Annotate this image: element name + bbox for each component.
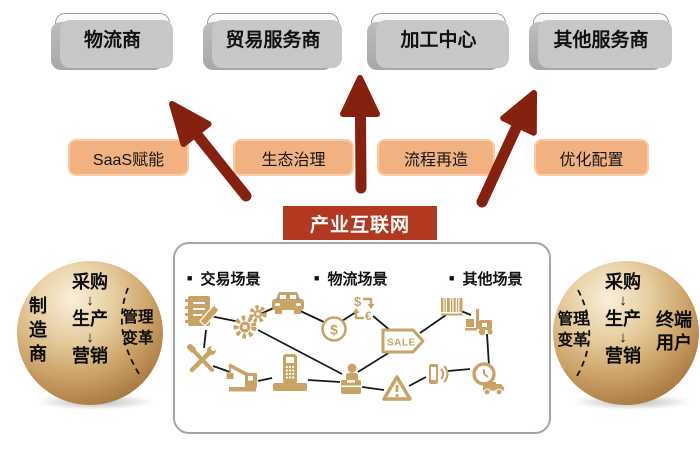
down-arrow-icon: ↓	[86, 292, 94, 309]
top-box-trade-service: 贸易服务商	[207, 13, 339, 63]
management-reform-label: 管理变革	[122, 309, 154, 347]
step-procurement: 采购	[605, 272, 641, 292]
top-box-label: 其他服务商	[553, 29, 649, 51]
legend-logistics-scenes: ■ 物流场景	[314, 268, 387, 289]
top-box-logistics: 物流商	[55, 13, 170, 63]
end-user-steps: 采购 ↓ 生产 ↓ 营销	[605, 270, 641, 368]
manufacturer-sphere: 制造商 采购 ↓ 生产 ↓ 营销 管理变革	[17, 261, 163, 405]
down-arrow-icon: ↓	[86, 329, 94, 346]
scenes-panel: ■ 交易场景 ■ 物流场景 ■ 其他场景	[173, 242, 551, 434]
down-arrow-icon: ↓	[619, 329, 627, 346]
legend-label: 交易场景	[200, 271, 261, 288]
step-production: 生产	[605, 309, 641, 329]
enabler-label: SaaS赋能	[92, 151, 165, 169]
top-box-label: 物流商	[83, 29, 141, 51]
down-arrow-icon: ↓	[619, 292, 627, 309]
legend-label: 其他场景	[462, 271, 523, 288]
top-box-processing-center: 加工中心	[371, 13, 506, 63]
square-bullet-icon: ■	[187, 273, 193, 283]
hub-industrial-internet: 产业互联网	[283, 206, 437, 240]
legend-other-scenes: ■ 其他场景	[449, 268, 522, 289]
manufacturer-steps: 采购 ↓ 生产 ↓ 营销	[72, 270, 108, 368]
management-reform-label: 管理变革	[557, 311, 589, 349]
enabler-label: 流程再造	[403, 151, 468, 169]
enabler-optimize: 优化配置	[534, 139, 649, 176]
top-box-label: 加工中心	[400, 29, 477, 51]
enabler-process: 流程再造	[377, 139, 495, 176]
square-bullet-icon: ■	[449, 273, 455, 283]
enabler-label: 生态治理	[261, 151, 326, 169]
square-bullet-icon: ■	[314, 273, 320, 283]
end-user-label: 终端用户	[656, 310, 692, 353]
end-user-sphere: 管理变革 采购 ↓ 生产 ↓ 营销 终端用户	[553, 261, 699, 405]
manufacturer-label: 制造商	[29, 296, 47, 364]
top-box-other-service: 其他服务商	[533, 13, 669, 63]
step-procurement: 采购	[72, 272, 108, 292]
step-marketing: 营销	[605, 346, 641, 366]
step-marketing: 营销	[72, 346, 108, 366]
legend-transaction-scenes: ■ 交易场景	[187, 268, 260, 289]
enabler-ecosystem: 生态治理	[233, 139, 354, 176]
enabler-label: 优化配置	[559, 151, 624, 169]
legend-label: 物流场景	[327, 271, 388, 288]
top-box-label: 贸易服务商	[225, 29, 321, 51]
step-production: 生产	[72, 309, 108, 329]
hub-label: 产业互联网	[309, 214, 410, 236]
enabler-saas: SaaS赋能	[68, 139, 189, 176]
